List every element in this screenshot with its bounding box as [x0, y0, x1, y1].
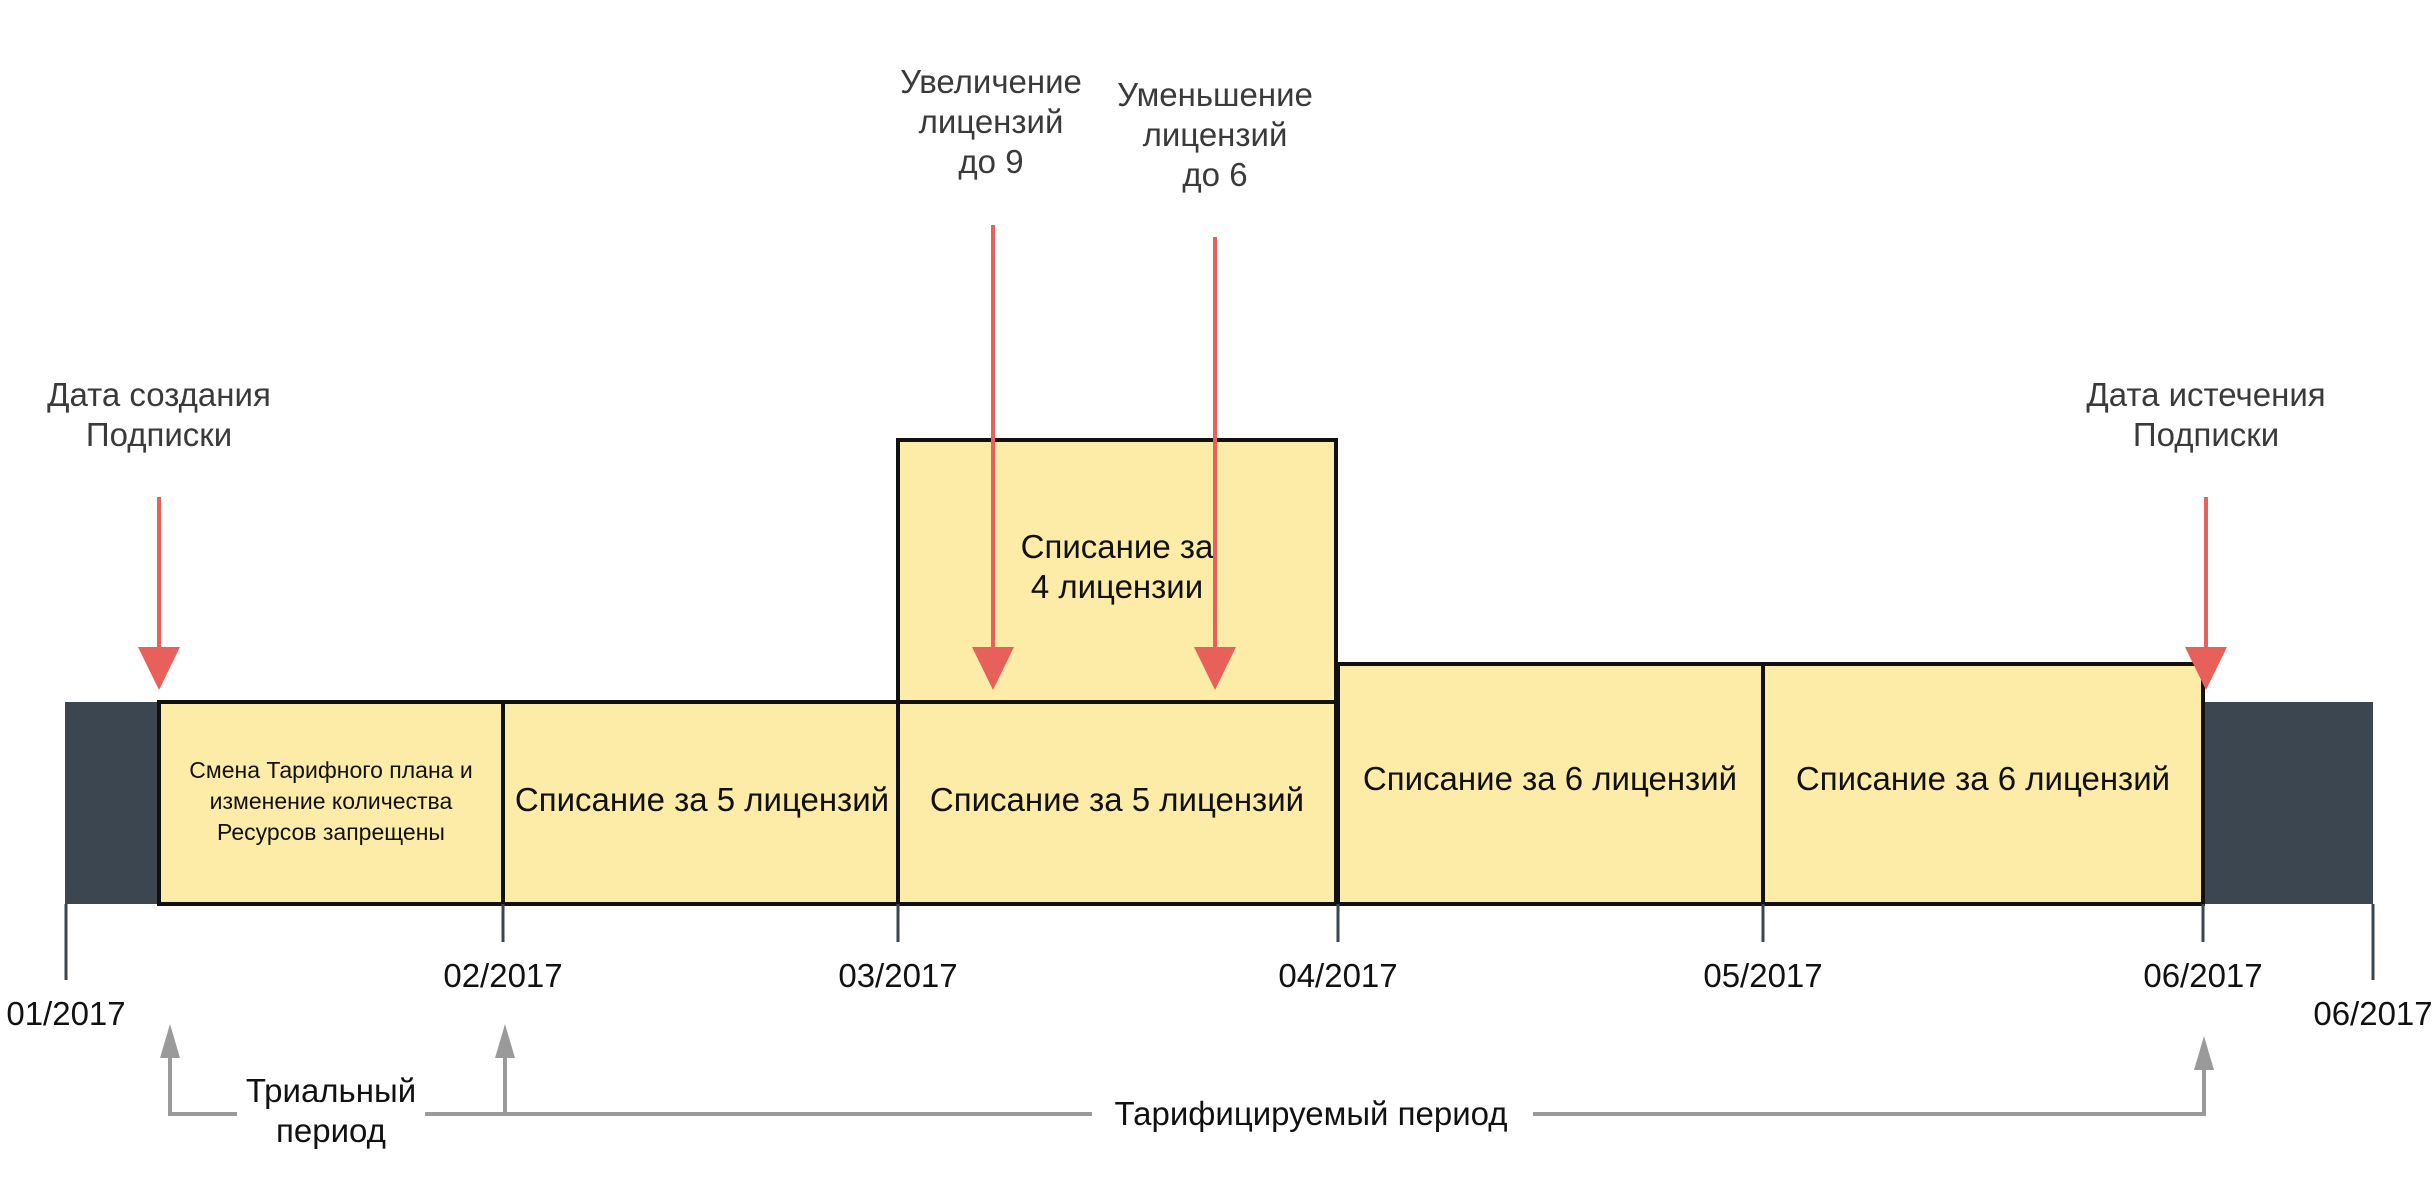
- decrease-marker-arrow: [1194, 237, 1236, 690]
- decrease-annotation-line-2: лицензий: [1143, 116, 1288, 153]
- trial-end-arrowhead: [495, 1024, 515, 1058]
- date-label-mar: 03/2017: [838, 957, 957, 994]
- date-label-jun: 06/2017: [2143, 957, 2262, 994]
- billed-bracket-right: [1533, 1070, 2206, 1116]
- billed-end-arrowhead: [2194, 1036, 2214, 1070]
- mar-charge-block: [896, 700, 1338, 906]
- trial-block-text-1: Смена Тарифного плана и: [189, 757, 472, 783]
- expires-marker-arrow: [2185, 497, 2227, 690]
- trial-block-text-3: Ресурсов запрещены: [217, 819, 445, 845]
- mar-extra-block-text-1: Списание за: [1021, 528, 1214, 565]
- feb-block-label: Списание за 5 лицензий: [515, 781, 889, 818]
- apr-charge-block: [1336, 662, 1765, 906]
- decrease-annotation-line-1: Уменьшение: [1117, 76, 1313, 113]
- trial-period-block: [157, 700, 505, 906]
- billed-period-label: Тарифицируемый период: [1114, 1095, 1507, 1132]
- created-marker-arrow: [138, 497, 180, 690]
- trial-start-arrowhead: [160, 1024, 180, 1058]
- feb-charge-block: [501, 700, 901, 906]
- trial-block-text-2: изменение количества: [210, 788, 453, 814]
- date-label-end: 06/2017: [2313, 995, 2432, 1032]
- created-annotation-line-2: Подписки: [86, 416, 232, 453]
- date-label-feb: 02/2017: [443, 957, 562, 994]
- decrease-annotation-line-3: до 6: [1182, 156, 1247, 193]
- mar-extra-charge-block: [896, 438, 1338, 704]
- trial-period-label-2: период: [276, 1112, 386, 1149]
- mar-extra-block-text-2: 4 лицензии: [1031, 568, 1203, 605]
- increase-annotation-line-2: лицензий: [919, 103, 1064, 140]
- mar-block-label: Списание за 5 лицензий: [930, 781, 1304, 818]
- trial-period-label-1: Триальный: [246, 1072, 416, 1109]
- trial-bracket-left: [168, 1058, 237, 1116]
- increase-annotation-line-1: Увеличение: [900, 63, 1082, 100]
- may-block-label: Списание за 6 лицензий: [1796, 760, 2170, 797]
- increase-annotation-line-3: до 9: [958, 143, 1023, 180]
- trial-bracket-right: [425, 1058, 507, 1116]
- increase-marker-arrow: [972, 225, 1014, 690]
- date-label-apr: 04/2017: [1278, 957, 1397, 994]
- expires-annotation-line-1: Дата истечения: [2086, 376, 2325, 413]
- date-label-start: 01/2017: [6, 995, 125, 1032]
- created-annotation-line-1: Дата создания: [47, 376, 271, 413]
- may-charge-block: [1761, 662, 2205, 906]
- date-label-may: 05/2017: [1703, 957, 1822, 994]
- apr-block-label: Списание за 6 лицензий: [1363, 760, 1737, 797]
- expires-annotation-line-2: Подписки: [2133, 416, 2279, 453]
